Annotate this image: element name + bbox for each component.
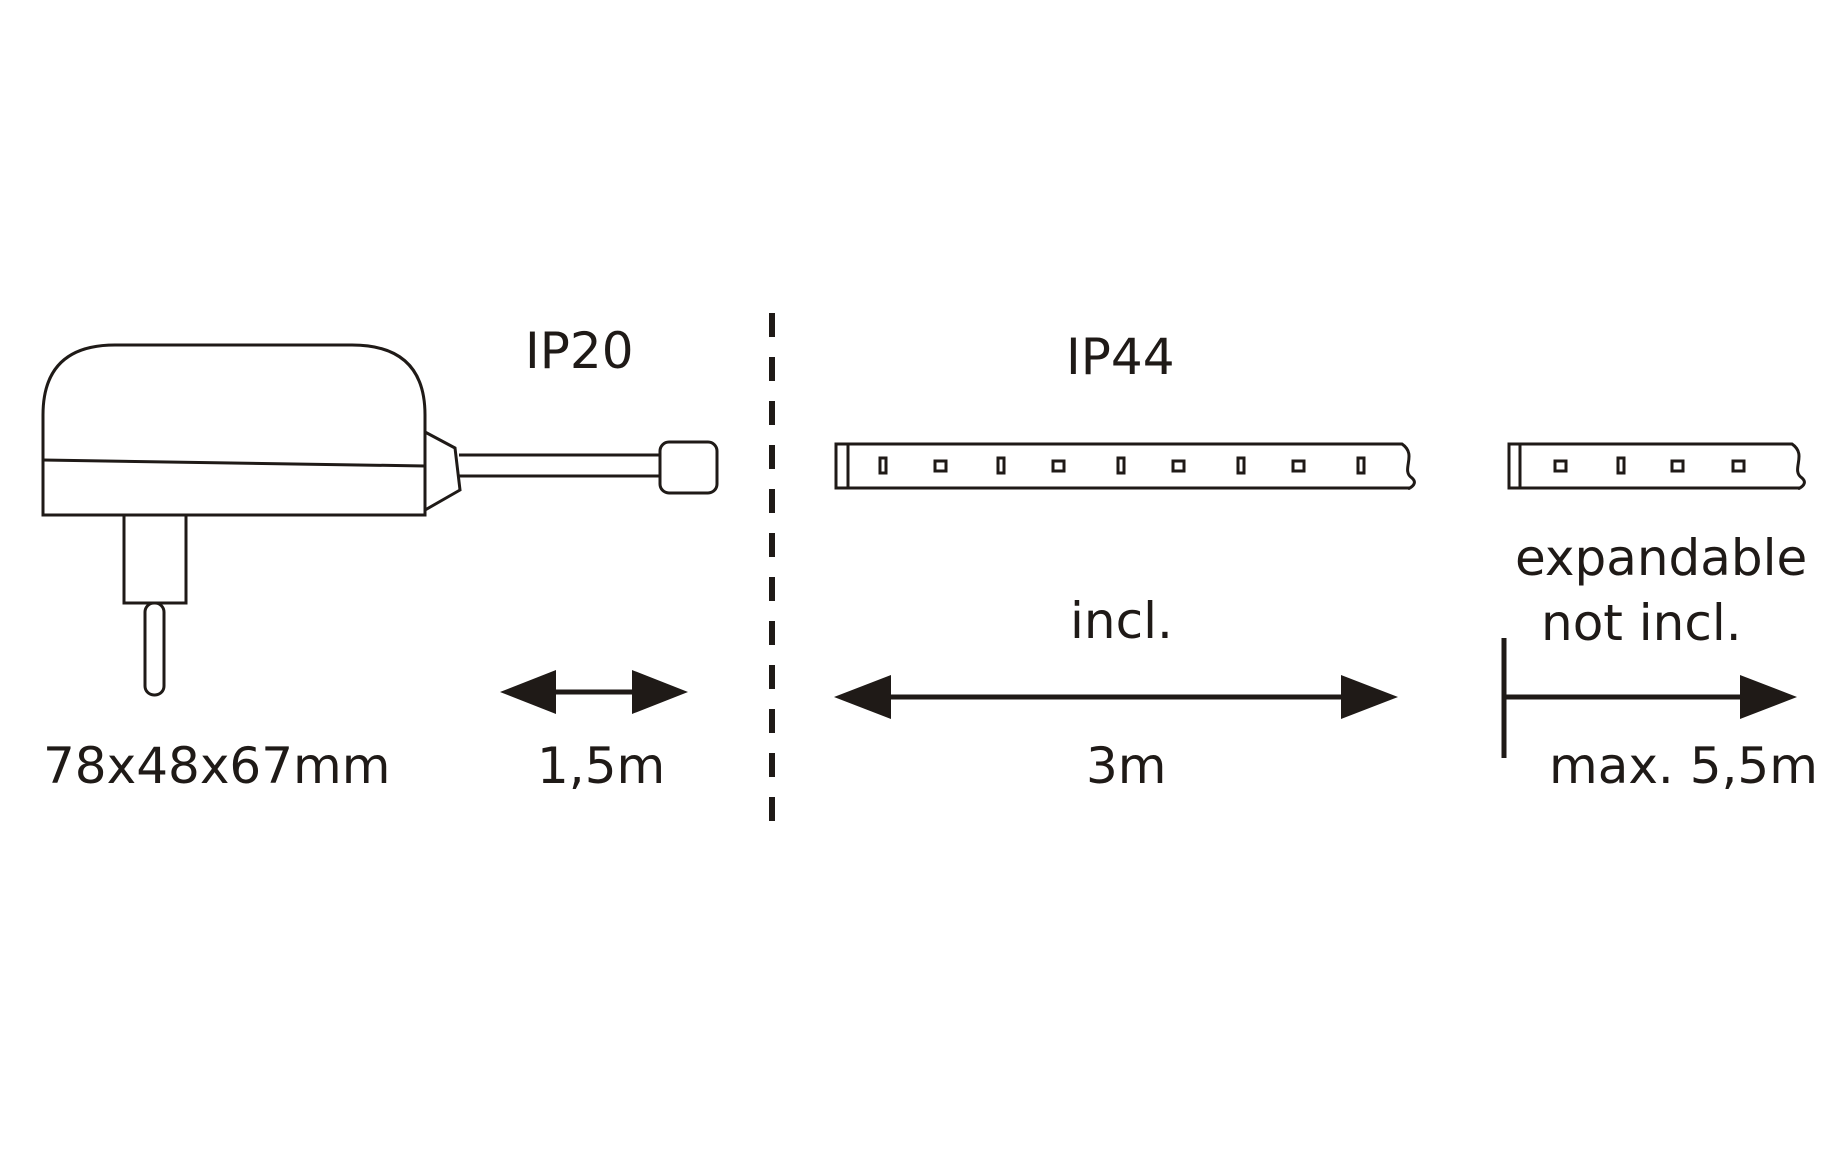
- cable-icon: [459, 440, 719, 495]
- led-strip-expandable-icon: [1507, 442, 1806, 490]
- led-chips-expandable: [1553, 456, 1746, 475]
- expandable-length-arrow: [1501, 638, 1797, 758]
- power-supply-dimensions: 78x48x67mm: [43, 737, 390, 795]
- led-chips-included: [878, 456, 1366, 475]
- cable-protection-rating: IP20: [525, 322, 634, 380]
- expandable-max-length: max. 5,5m: [1549, 737, 1818, 795]
- strip-protection-rating: IP44: [1066, 328, 1175, 386]
- cable-length-label: 1,5m: [537, 737, 665, 795]
- expandable-status-line2: not incl.: [1541, 594, 1742, 652]
- cable-length-arrow: [500, 670, 688, 714]
- power-supply-icon: [41, 343, 462, 697]
- expandable-status-line1: expandable: [1515, 529, 1807, 587]
- strip-included-status: incl.: [1070, 592, 1173, 650]
- strip-included-length: 3m: [1086, 737, 1167, 795]
- included-length-arrow: [834, 675, 1398, 719]
